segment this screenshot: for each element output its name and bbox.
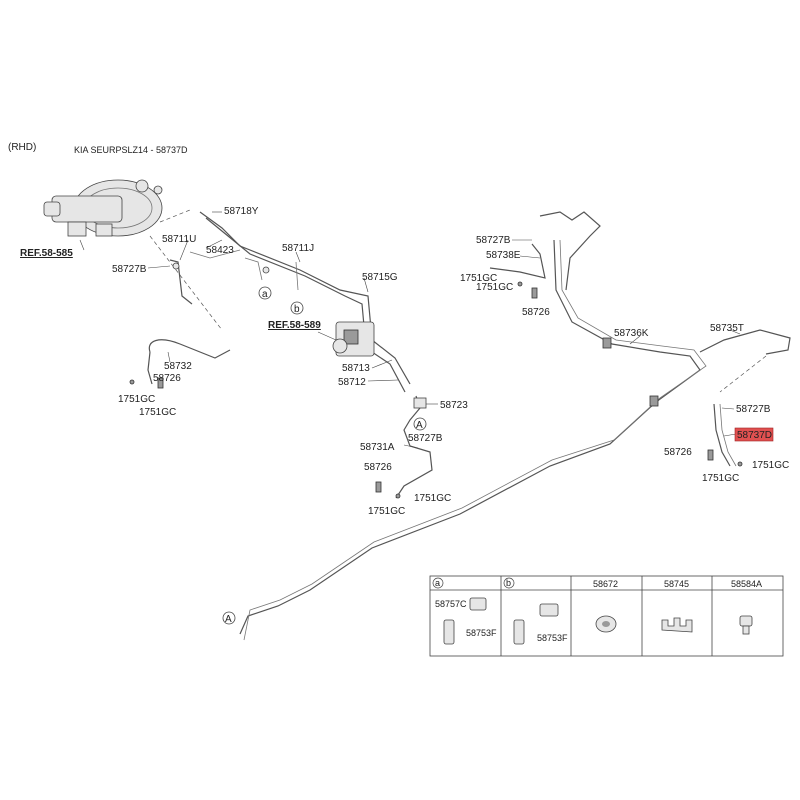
rear-dashed-leader bbox=[719, 355, 767, 393]
legend-a-58757C[interactable]: 58757C bbox=[435, 599, 467, 609]
clip-58736K-1 bbox=[602, 337, 612, 349]
bolt-58726-mid bbox=[375, 481, 382, 493]
label-58735T[interactable]: 58735T bbox=[710, 323, 744, 334]
callout-b[interactable] bbox=[290, 301, 304, 315]
label-1751GC-top-1[interactable]: 1751GC bbox=[460, 273, 497, 284]
legend-header-58672: 58672 bbox=[593, 579, 618, 589]
label-58718Y[interactable]: 58718Y bbox=[224, 206, 259, 217]
legend-header-58584A: 58584A bbox=[731, 579, 762, 589]
label-1751GC-mid-1[interactable]: 1751GC bbox=[414, 493, 451, 504]
front-brake-lines bbox=[189, 211, 411, 393]
brake-booster-assembly bbox=[43, 179, 163, 251]
clip-1751GC-left bbox=[129, 379, 135, 385]
abs-unit bbox=[317, 321, 375, 357]
label-58738E[interactable]: 58738E bbox=[486, 250, 521, 261]
label-58736K[interactable]: 58736K bbox=[614, 328, 649, 339]
callout-a[interactable] bbox=[258, 286, 272, 300]
callout-A-bottom[interactable] bbox=[222, 611, 236, 625]
label-1751GC-left-2[interactable]: 1751GC bbox=[139, 407, 176, 418]
callout-A-bottom-letter: A bbox=[225, 614, 232, 625]
label-58715G[interactable]: 58715G bbox=[362, 272, 398, 283]
clip-58736K-2 bbox=[649, 395, 659, 407]
label-58737D[interactable]: 58737D bbox=[737, 430, 772, 441]
label-1751GC-right-1[interactable]: 1751GC bbox=[752, 460, 789, 471]
callout-A-mid-letter: A bbox=[416, 420, 423, 431]
booster-dashed-leaders bbox=[149, 209, 223, 331]
region-label: (RHD) bbox=[8, 142, 36, 153]
label-58727B-top[interactable]: 58727B bbox=[476, 235, 511, 246]
label-1751GC-left-1[interactable]: 1751GC bbox=[118, 394, 155, 405]
clip-1751GC-mid bbox=[395, 493, 401, 499]
rear-brake-line bbox=[239, 211, 791, 641]
bracket-58711U bbox=[169, 259, 193, 305]
label-58732[interactable]: 58732 bbox=[164, 361, 192, 372]
selected-part-highlight bbox=[735, 428, 773, 441]
legend-header-a: a bbox=[435, 578, 440, 588]
joint-a bbox=[262, 266, 270, 274]
legend-table: a b 58672 58745 58584A 58757C 58753F 587… bbox=[429, 575, 784, 657]
leader-lines bbox=[147, 211, 741, 449]
legend-header-b: b bbox=[506, 578, 511, 588]
legend-header-58745: 58745 bbox=[664, 579, 689, 589]
label-58712[interactable]: 58712 bbox=[338, 377, 366, 388]
bolt-58726-right bbox=[707, 449, 714, 461]
hose-58732 bbox=[148, 339, 231, 359]
label-1751GC-mid-2[interactable]: 1751GC bbox=[368, 506, 405, 517]
label-58731A[interactable]: 58731A bbox=[360, 442, 395, 453]
label-58727B-mid[interactable]: 58727B bbox=[408, 433, 443, 444]
callout-a-letter: a bbox=[262, 289, 268, 300]
hose-58732-end bbox=[147, 351, 153, 385]
hose-58737D bbox=[713, 403, 731, 467]
bolt-58726-top bbox=[531, 287, 538, 299]
label-58726-right[interactable]: 58726 bbox=[664, 447, 692, 458]
label-58727B-left[interactable]: 58727B bbox=[112, 264, 147, 275]
label-58726-mid[interactable]: 58726 bbox=[364, 462, 392, 473]
diagram-title: KIA SEURPSLZ14 - 58737D bbox=[74, 145, 188, 155]
hose-58738E bbox=[489, 243, 546, 279]
fitting-58727B-left bbox=[172, 262, 180, 270]
ref-58-585[interactable]: REF.58-585 bbox=[20, 248, 73, 259]
label-58711U[interactable]: 58711U bbox=[162, 234, 196, 245]
clip-1751GC-top bbox=[517, 281, 523, 287]
legend-b-58753F[interactable]: 58753F bbox=[537, 633, 568, 643]
label-58713[interactable]: 58713 bbox=[342, 363, 370, 374]
ref-58-589[interactable]: REF.58-589 bbox=[268, 320, 321, 331]
label-58726-top[interactable]: 58726 bbox=[522, 307, 550, 318]
clip-1751GC-right bbox=[737, 461, 743, 467]
bolt-58726-left bbox=[157, 377, 164, 389]
bracket-58723 bbox=[413, 397, 427, 409]
label-1751GC-right-2[interactable]: 1751GC bbox=[702, 473, 739, 484]
callout-A-mid[interactable] bbox=[413, 417, 427, 431]
label-58423[interactable]: 58423 bbox=[206, 245, 234, 256]
label-58723[interactable]: 58723 bbox=[440, 400, 468, 411]
label-58726-left[interactable]: 58726 bbox=[153, 373, 181, 384]
label-1751GC-top-2[interactable]: 1751GC bbox=[476, 282, 513, 293]
callout-b-letter: b bbox=[294, 304, 300, 315]
legend-a-58753F[interactable]: 58753F bbox=[466, 628, 497, 638]
label-58727B-right[interactable]: 58727B bbox=[736, 404, 771, 415]
label-58711J[interactable]: 58711J bbox=[282, 243, 314, 254]
